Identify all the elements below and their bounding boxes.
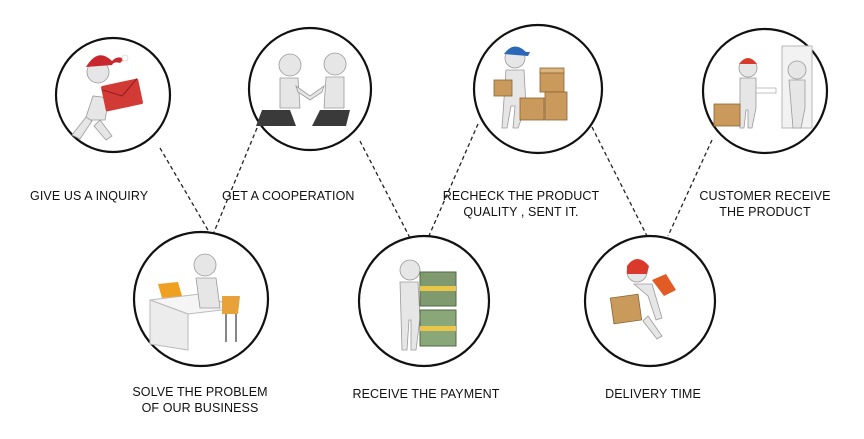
step-label-customer: CUSTOMER RECEIVE THE PRODUCT — [699, 189, 831, 219]
step-circle-customer — [701, 27, 829, 155]
money-stack-icon — [399, 259, 457, 351]
step-label-inquiry: GIVE US A INQUIRY — [30, 189, 149, 203]
connector-1 — [159, 147, 213, 238]
step-label-cooperation: GET A COOPERATION — [222, 189, 355, 203]
step-label-solve: SOLVE THE PROBLEM OF OUR BUSINESS — [132, 385, 268, 415]
desk-laptop-icon — [149, 253, 240, 351]
connectors — [159, 123, 713, 239]
step-circle-solve — [132, 230, 270, 368]
connector-4 — [427, 123, 479, 239]
step-circle-inquiry — [54, 36, 172, 154]
step-circle-recheck — [472, 23, 604, 155]
step-circle-delivery — [583, 234, 717, 368]
connector-5 — [591, 126, 648, 237]
connector-2 — [211, 127, 258, 238]
step-circle-payment — [357, 234, 491, 368]
boxes-stack-icon — [493, 46, 568, 129]
handshake-icon — [256, 52, 350, 126]
connector-6 — [667, 139, 713, 237]
door-delivery-icon — [713, 45, 813, 129]
step-label-payment: RECEIVE THE PAYMENT — [352, 387, 500, 401]
step-label-delivery: DELIVERY TIME — [605, 387, 701, 401]
courier-box-icon — [609, 259, 676, 340]
step-circle-cooperation — [247, 26, 373, 152]
step-label-recheck: RECHECK THE PRODUCT QUALITY , SENT IT. — [442, 189, 600, 219]
envelope-santa-icon — [71, 54, 143, 141]
